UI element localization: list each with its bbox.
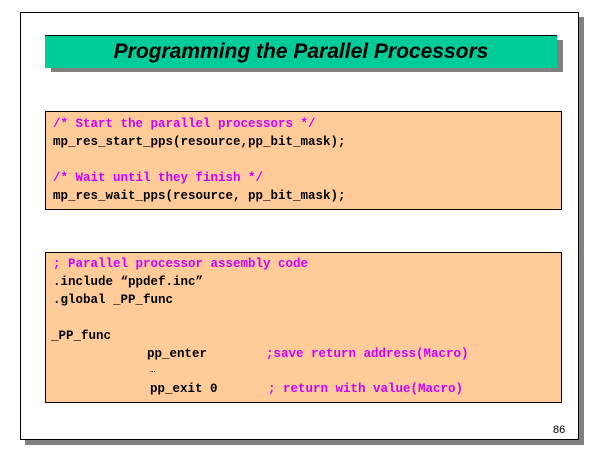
- code-line: .include “ppdef.inc”: [53, 275, 204, 289]
- asm-code-box: ; Parallel processor assembly code .incl…: [45, 252, 562, 403]
- code-ellipsis: …: [150, 365, 156, 375]
- page-number: 86: [553, 424, 566, 436]
- code-line: mp_res_wait_pps(resource, pp_bit_mask);: [53, 189, 346, 203]
- c-code-box: /* Start the parallel processors */ mp_r…: [45, 111, 562, 210]
- code-comment: ;save return address(Macro): [266, 347, 469, 361]
- code-comment: ; Parallel processor assembly code: [53, 257, 309, 271]
- code-comment: ; return with value(Macro): [268, 382, 464, 396]
- code-line: pp_enter: [147, 347, 208, 361]
- code-line: .global _PP_func: [53, 293, 174, 307]
- code-line: pp_exit 0: [150, 382, 218, 396]
- slide-title: Programming the Parallel Processors: [45, 35, 557, 68]
- code-comment: /* Wait until they finish */: [53, 171, 264, 185]
- code-line: mp_res_start_pps(resource,pp_bit_mask);: [53, 135, 346, 149]
- code-comment: /* Start the parallel processors */: [53, 117, 316, 131]
- code-label: _PP_func: [51, 329, 112, 343]
